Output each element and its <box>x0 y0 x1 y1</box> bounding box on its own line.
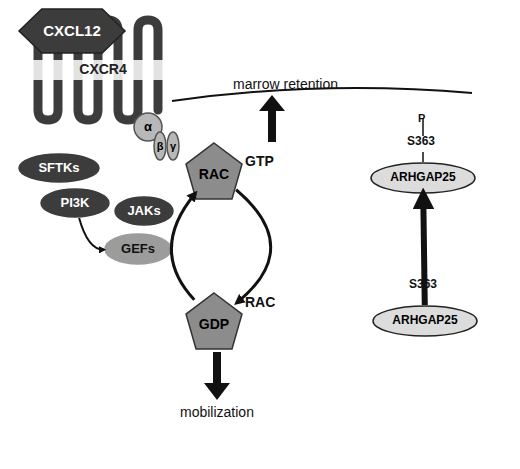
signal-arrow <box>79 218 104 250</box>
node-text: CXCR4 <box>79 62 126 77</box>
kinase-oval: PI3K <box>40 188 110 218</box>
retention-arrow-head <box>259 95 285 111</box>
g-beta-subunit: β <box>153 131 167 161</box>
node-text: JAKs <box>127 204 160 218</box>
signal-arrow <box>423 194 425 305</box>
outline-shape <box>167 132 179 160</box>
node-text: GDP <box>199 309 229 332</box>
site-tick <box>424 295 426 305</box>
node-text: S363 <box>409 278 437 291</box>
outline-shape <box>115 197 173 225</box>
node-text: CXCL12 <box>43 23 101 40</box>
signal-arrow <box>236 190 271 303</box>
g-gamma-subunit: γ <box>166 131 180 161</box>
kinase-oval: SFTKs <box>18 153 100 183</box>
outline-shape <box>371 163 475 193</box>
node-text: α <box>144 120 152 134</box>
outcome-label: marrow retention <box>233 76 338 92</box>
node-text: SFTKs <box>38 161 79 175</box>
retention-arrow-shaft <box>268 108 276 142</box>
outline-shape <box>154 132 166 160</box>
node-text: RAC <box>199 159 229 182</box>
node-text: ARHGAP25 <box>390 171 455 184</box>
node-text: β <box>157 140 164 152</box>
node-text: S363 <box>407 135 435 148</box>
node-text: GEFs <box>121 242 155 256</box>
outline-shape <box>19 154 99 182</box>
node-text: GTP <box>245 154 274 169</box>
outline-shape <box>19 9 125 53</box>
mobilization-arrow-shaft <box>213 352 221 386</box>
node-text: RAC <box>245 295 275 310</box>
outline-shape <box>186 293 242 349</box>
site-tick <box>422 152 424 162</box>
gef-oval: GEFs <box>104 233 172 265</box>
kinase-oval: JAKs <box>114 196 174 226</box>
outline-shape <box>373 306 477 336</box>
signal-arrow <box>171 193 195 300</box>
gap-oval: S363ARHGAP25 <box>372 305 478 337</box>
rac-pentagon: RACGTP <box>185 142 243 200</box>
node-text: PI3K <box>61 196 90 210</box>
outline-shape <box>186 143 242 199</box>
mobilization-arrow-head <box>204 383 230 400</box>
node-text: γ <box>170 140 176 152</box>
node-text: ARHGAP25 <box>392 314 457 327</box>
node-text: P <box>418 112 425 124</box>
rac-pentagon: RACGDP <box>185 292 243 350</box>
outline-shape <box>41 189 109 217</box>
ligand-hexagon: CXCL12 <box>18 8 126 54</box>
outcome-label: mobilization <box>180 404 254 420</box>
membrane-band <box>28 60 178 80</box>
outline-shape <box>105 234 171 264</box>
gap-oval: PS363ARHGAP25 <box>370 162 476 194</box>
